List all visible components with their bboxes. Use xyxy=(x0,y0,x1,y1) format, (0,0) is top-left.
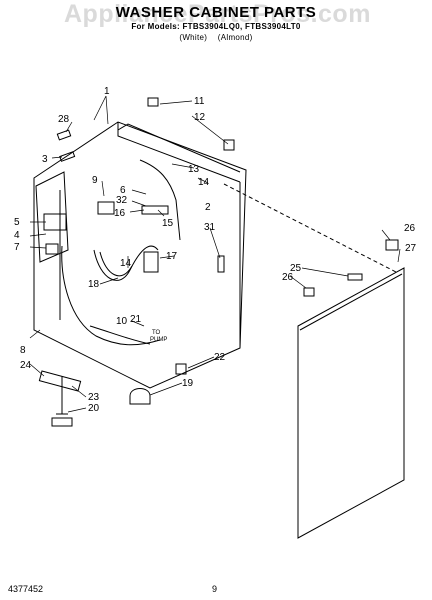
callout-26a: 26 xyxy=(404,223,416,234)
callout-14a: 14 xyxy=(198,177,210,188)
page-title: WASHER CABINET PARTS xyxy=(115,4,317,21)
part-26a xyxy=(385,239,399,251)
part-28 xyxy=(56,129,72,141)
cabinet-inner-edge xyxy=(59,182,241,348)
callout-6: 6 xyxy=(120,185,126,196)
callout-31: 31 xyxy=(204,222,216,233)
part-11 xyxy=(147,97,159,107)
part-31 xyxy=(217,255,225,273)
callout-7: 7 xyxy=(14,242,20,253)
part-16 xyxy=(141,205,169,215)
drain-hose-inner xyxy=(99,251,133,277)
callout-2: 2 xyxy=(205,202,211,213)
part-17 xyxy=(143,251,159,273)
callout-20: 20 xyxy=(88,403,100,414)
cabinet-outline xyxy=(33,121,247,389)
callout-25: 25 xyxy=(290,263,302,274)
callout-14b: 14 xyxy=(120,258,132,269)
callout-19: 19 xyxy=(182,378,194,389)
leader-lines xyxy=(29,95,401,413)
callout-12: 12 xyxy=(194,112,206,123)
part-9 xyxy=(97,201,115,215)
part-labels: 1 11 12 28 3 13 9 14 6 2 32 16 15 5 31 4… xyxy=(14,86,417,414)
callout-22: 22 xyxy=(214,352,226,363)
watermark: AppliancePartsPros.com xyxy=(64,0,371,28)
annotation-pump: PUMP xyxy=(150,337,167,343)
fill-hose xyxy=(61,245,161,346)
callout-15: 15 xyxy=(162,218,174,229)
callout-8: 8 xyxy=(20,345,26,356)
upper-hose xyxy=(139,159,181,241)
callout-13: 13 xyxy=(188,164,200,175)
part-5 xyxy=(43,213,67,231)
variant-white: (White) xyxy=(179,33,208,42)
part-3 xyxy=(59,151,76,162)
page-number: 9 xyxy=(212,584,218,594)
callout-16: 16 xyxy=(114,208,126,219)
leg-foot xyxy=(51,417,73,427)
callout-5: 5 xyxy=(14,217,20,228)
callout-26b: 26 xyxy=(282,272,294,283)
callout-17: 17 xyxy=(166,251,178,262)
part-26b xyxy=(303,287,315,297)
callout-18: 18 xyxy=(88,279,100,290)
part-22 xyxy=(175,363,187,375)
annotation-to: TO xyxy=(152,330,161,336)
leader-dashed xyxy=(223,183,397,273)
pump-part xyxy=(129,388,151,405)
front-panel-edge xyxy=(299,273,403,331)
callout-1: 1 xyxy=(104,86,110,97)
part-25 xyxy=(347,273,363,281)
part-23 xyxy=(38,370,82,392)
valve-bracket xyxy=(35,171,69,263)
callout-3: 3 xyxy=(42,154,48,165)
model-subtitle: For Models: FTBS3904LQ0, FTBS3904LT0 xyxy=(131,22,301,31)
callout-27: 27 xyxy=(405,243,417,254)
callout-11: 11 xyxy=(194,96,205,107)
callout-10: 10 xyxy=(116,316,128,327)
color-variants: (White) (Almond) xyxy=(0,33,432,42)
part-7 xyxy=(45,243,59,255)
pump-hose xyxy=(89,325,151,345)
document-number: 4377452 xyxy=(8,584,44,594)
callout-23: 23 xyxy=(88,392,100,403)
cabinet-front-edge xyxy=(117,122,241,183)
callout-32: 32 xyxy=(116,195,128,206)
front-panel xyxy=(297,267,405,539)
callout-28: 28 xyxy=(58,114,70,125)
callout-24: 24 xyxy=(20,360,32,371)
variant-almond: (Almond) xyxy=(217,33,253,42)
leveling-leg xyxy=(56,376,68,415)
cabinet-top-rim xyxy=(117,123,241,173)
callout-4: 4 xyxy=(14,230,20,241)
callout-21: 21 xyxy=(130,314,142,325)
part-12 xyxy=(223,139,235,151)
callout-9: 9 xyxy=(92,175,98,186)
